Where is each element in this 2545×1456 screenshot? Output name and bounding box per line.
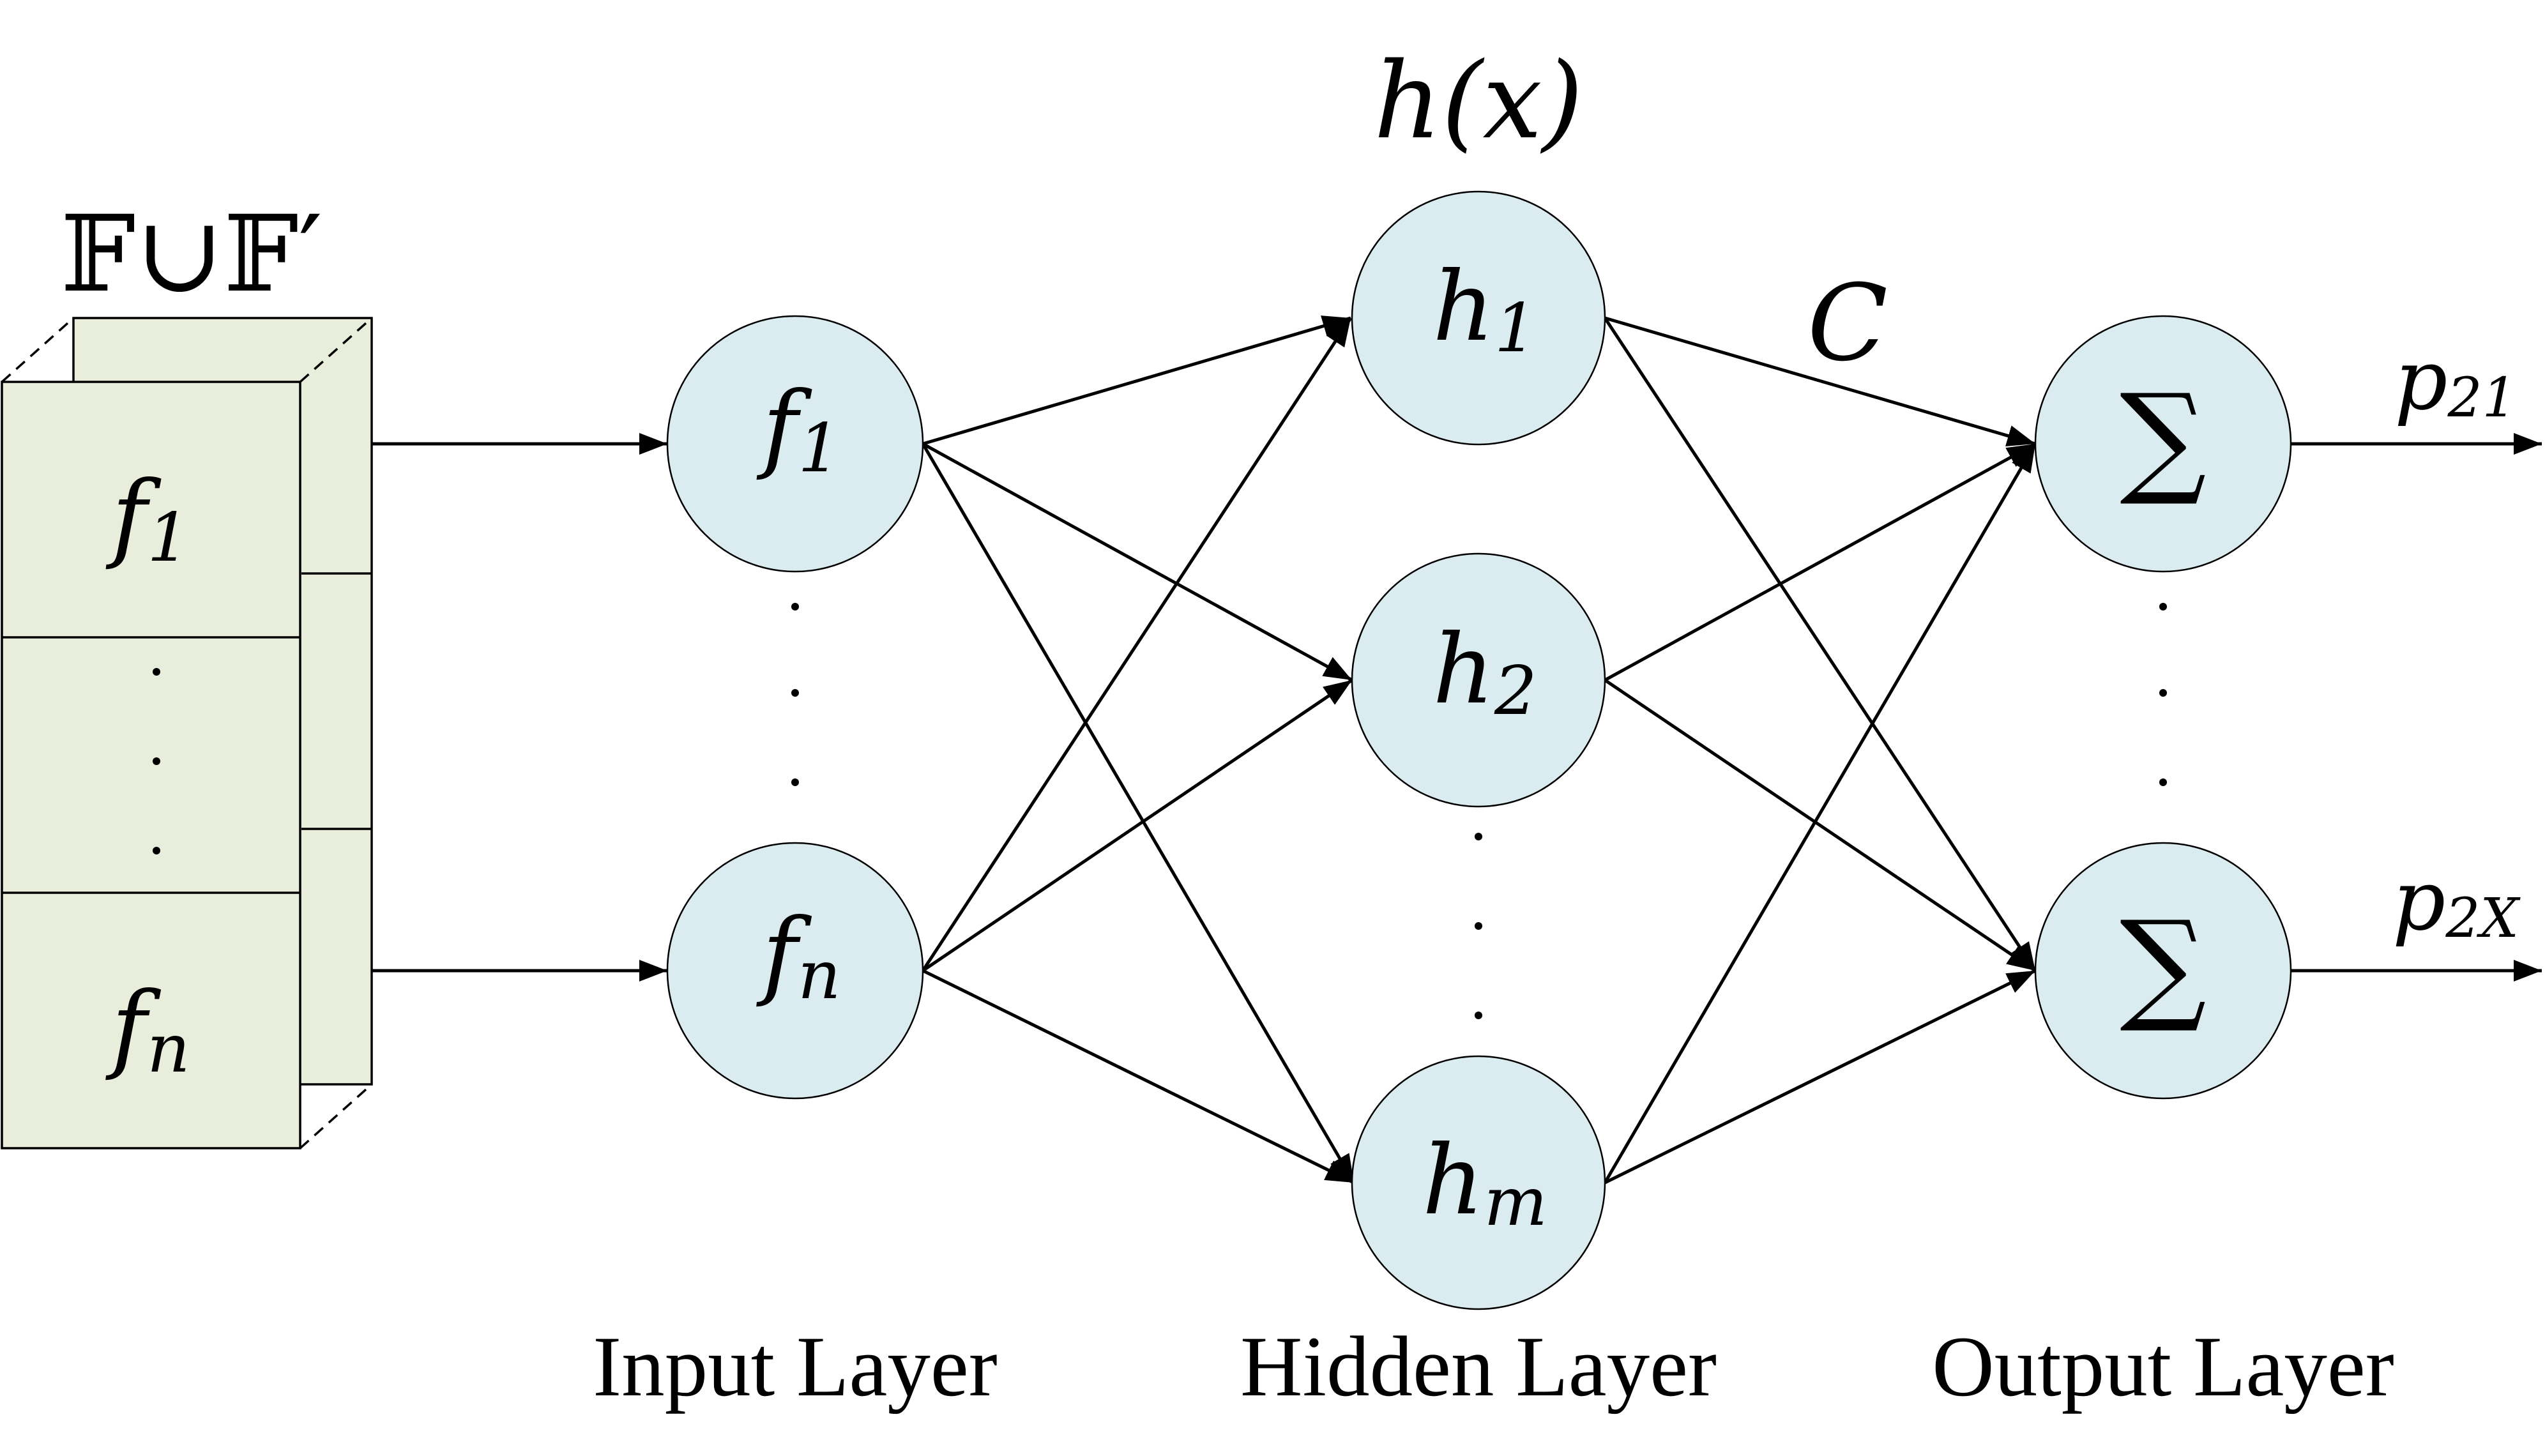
hidden-node-h1: h1 xyxy=(1351,190,1606,446)
feature-stack-depth-edge-top-left xyxy=(1,317,75,383)
edge-h1-to-out2 xyxy=(1603,317,2037,972)
input-layer-ellipsis xyxy=(791,603,799,786)
hidden-node-circle xyxy=(1351,552,1606,808)
edge-f1-to-hm xyxy=(921,443,1356,1184)
hidden-node-hm: hm xyxy=(1351,1055,1606,1310)
output-node-1: ∑ xyxy=(2034,315,2292,573)
hidden-node-circle xyxy=(1351,1055,1606,1310)
ellipsis-dot xyxy=(2159,778,2167,786)
ellipsis-dot xyxy=(791,778,799,786)
hidden-layer-ellipsis xyxy=(1475,833,1482,1019)
hidden-node-label: h2 xyxy=(1432,614,1537,730)
edge-h2-to-out2 xyxy=(1604,678,2037,973)
edge-h2-to-out1 xyxy=(1604,442,2037,682)
output-node-circle xyxy=(2034,842,2292,1100)
output-node-circle xyxy=(2034,315,2292,573)
edge-fn-to-hm xyxy=(922,969,1355,1185)
output-label-p21: p21 xyxy=(2394,331,2516,430)
ellipsis-dot xyxy=(153,757,160,765)
feature-set-title: 𝔽∪𝔽′ xyxy=(61,193,323,315)
input-layer-label: Input Layer xyxy=(593,1319,997,1414)
input-node-f1: f1 xyxy=(666,315,924,573)
hidden-node-label: h1 xyxy=(1432,252,1537,367)
output-layer: ∑ ∑ p21 p2X Output Layer xyxy=(1932,315,2521,1414)
ellipsis-dot xyxy=(2159,603,2167,610)
edge-fn-to-h1 xyxy=(921,317,1353,972)
edge-h1-to-out1 xyxy=(1604,316,2036,446)
sum-icon: ∑ xyxy=(2120,368,2207,509)
ellipsis-dot xyxy=(153,847,160,854)
ellipsis-dot xyxy=(791,689,799,697)
weight-matrix-label: C xyxy=(1807,262,1888,384)
feature-stack-depth-edge-top-right xyxy=(299,317,373,383)
hidden-layer: h(x) h1 h2 hm Hidden Layer xyxy=(1240,40,1717,1414)
sum-icon: ∑ xyxy=(2120,895,2207,1036)
ellipsis-dot xyxy=(1475,922,1482,930)
hidden-layer-label: Hidden Layer xyxy=(1240,1319,1717,1414)
output-label-p2x: p2X xyxy=(2392,852,2521,950)
ellipsis-dot xyxy=(1475,833,1482,840)
input-node-fn: fn xyxy=(666,842,924,1100)
ellipsis-dot xyxy=(153,668,160,676)
hidden-node-label: hm xyxy=(1422,1125,1547,1241)
hidden-node-h2: h2 xyxy=(1351,552,1606,808)
feature-stack-front-panel xyxy=(1,381,301,1149)
edge-hm-to-out2 xyxy=(1604,969,2037,1185)
feature-set-stack: 𝔽∪𝔽′ f1 fn xyxy=(1,193,373,1149)
hidden-function-label: h(x) xyxy=(1374,40,1583,162)
ellipsis-dot xyxy=(1475,1012,1482,1019)
feature-stack-depth-edge-bottom-right xyxy=(299,1083,373,1149)
edge-f1-to-h2 xyxy=(922,442,1353,682)
edge-f1-to-h1 xyxy=(922,315,1351,446)
hidden-node-circle xyxy=(1351,190,1606,446)
input-node-circle xyxy=(666,315,924,573)
connections xyxy=(372,315,2542,1185)
edge-hm-to-out1 xyxy=(1603,443,2037,1184)
input-layer: f1 fn Input Layer xyxy=(593,315,998,1414)
output-layer-ellipsis xyxy=(2159,603,2167,786)
output-layer-label: Output Layer xyxy=(1932,1319,2394,1414)
output-node-2: ∑ xyxy=(2034,842,2292,1100)
ellipsis-dot xyxy=(2159,689,2167,697)
edge-fn-to-h2 xyxy=(922,678,1353,973)
ellipsis-dot xyxy=(791,603,799,610)
input-node-circle xyxy=(666,842,924,1100)
feature-cell-ellipsis xyxy=(153,668,160,854)
